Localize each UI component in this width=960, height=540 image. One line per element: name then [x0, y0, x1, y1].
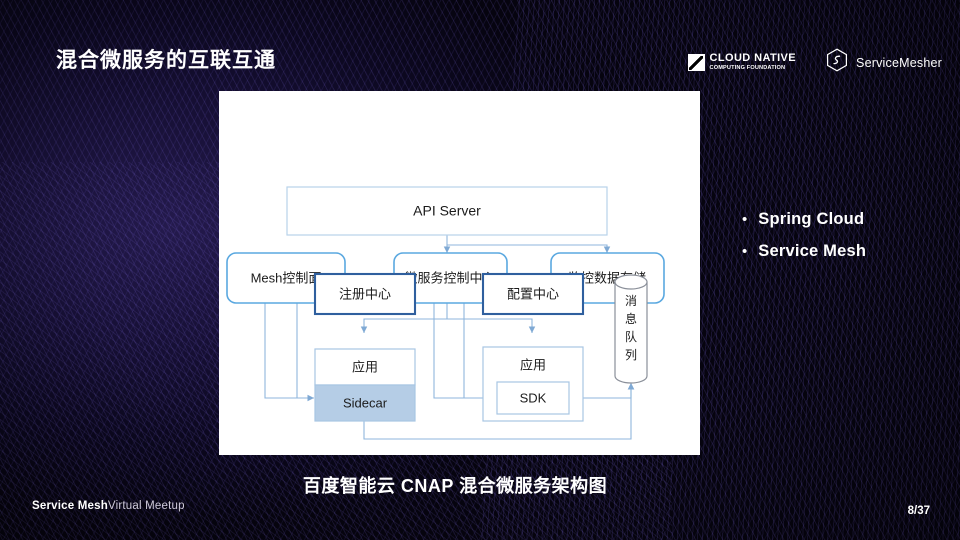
node-label-sidecar: Sidecar	[343, 395, 388, 410]
servicemesher-hexagon-icon	[826, 48, 848, 77]
footer-event: Virtual Meetup	[107, 500, 185, 512]
logo-group: CLOUD NATIVE COMPUTING FOUNDATION Servic…	[687, 48, 942, 77]
node-sidecar: Sidecar	[314, 384, 416, 422]
cncf-logo-text: CLOUD NATIVE COMPUTING FOUNDATION	[710, 53, 796, 72]
node-api-server: API Server	[286, 186, 608, 236]
slide-title: 混合微服务的互联互通	[56, 49, 276, 72]
bullet-list: • Spring Cloud • Service Mesh	[742, 210, 866, 274]
bullet-marker-icon: •	[742, 243, 748, 260]
cncf-logo-line1: CLOUD NATIVE	[709, 52, 797, 65]
cncf-mark-icon	[687, 54, 705, 71]
node-sdk: SDK	[496, 381, 570, 415]
node-label-message-queue-char-1: 息	[625, 311, 637, 326]
node-message-queue: 消 息 队 列	[614, 274, 648, 384]
node-app-left: 应用	[314, 348, 416, 386]
node-label-message-queue-char-3: 列	[625, 348, 637, 362]
bullet-label-spring-cloud: Spring Cloud	[758, 210, 865, 228]
node-label-mesh-control-plane: Mesh控制面	[251, 270, 322, 285]
footer-brand: Service Mesh	[32, 500, 108, 512]
node-label-app-right: 应用	[520, 357, 546, 372]
node-label-app-left: 应用	[352, 359, 378, 374]
node-label-registry-center: 注册中心	[339, 286, 391, 301]
node-label-config-center: 配置中心	[507, 286, 559, 301]
node-label-message-queue-char-0: 消	[625, 294, 637, 308]
list-item: • Spring Cloud	[742, 210, 866, 229]
diagram-caption-text: 百度智能云 CNAP 混合微服务架构图	[302, 476, 608, 496]
architecture-diagram-svg: API Server Mesh控制面 微服务控制中心 监控数据存储 注册中心	[226, 186, 665, 440]
footer-branding: Service MeshVirtual Meetup	[32, 500, 185, 512]
bullet-marker-icon: •	[742, 211, 748, 228]
servicemesher-logo: ServiceMesher	[826, 48, 942, 77]
cncf-logo-line2: COMPUTING FOUNDATION	[709, 65, 786, 72]
page-number: 8/37	[907, 505, 930, 517]
cncf-logo: CLOUD NATIVE COMPUTING FOUNDATION	[687, 53, 796, 72]
list-item: • Service Mesh	[742, 242, 866, 261]
node-label-sdk: SDK	[520, 390, 547, 405]
servicemesher-logo-text: ServiceMesher	[856, 55, 942, 70]
node-registry-center: 注册中心	[313, 272, 417, 316]
node-label-micro-control-center: 微服务控制中心	[404, 270, 495, 285]
diagram-caption: 百度智能云 CNAP 混合微服务架构图	[0, 472, 940, 498]
bullet-label-service-mesh: Service Mesh	[758, 242, 867, 260]
architecture-diagram-panel: API Server Mesh控制面 微服务控制中心 监控数据存储 注册中心	[219, 91, 700, 455]
node-label-message-queue-char-2: 队	[625, 329, 637, 344]
node-config-center: 配置中心	[481, 272, 585, 316]
node-label-api-server: API Server	[413, 203, 481, 219]
